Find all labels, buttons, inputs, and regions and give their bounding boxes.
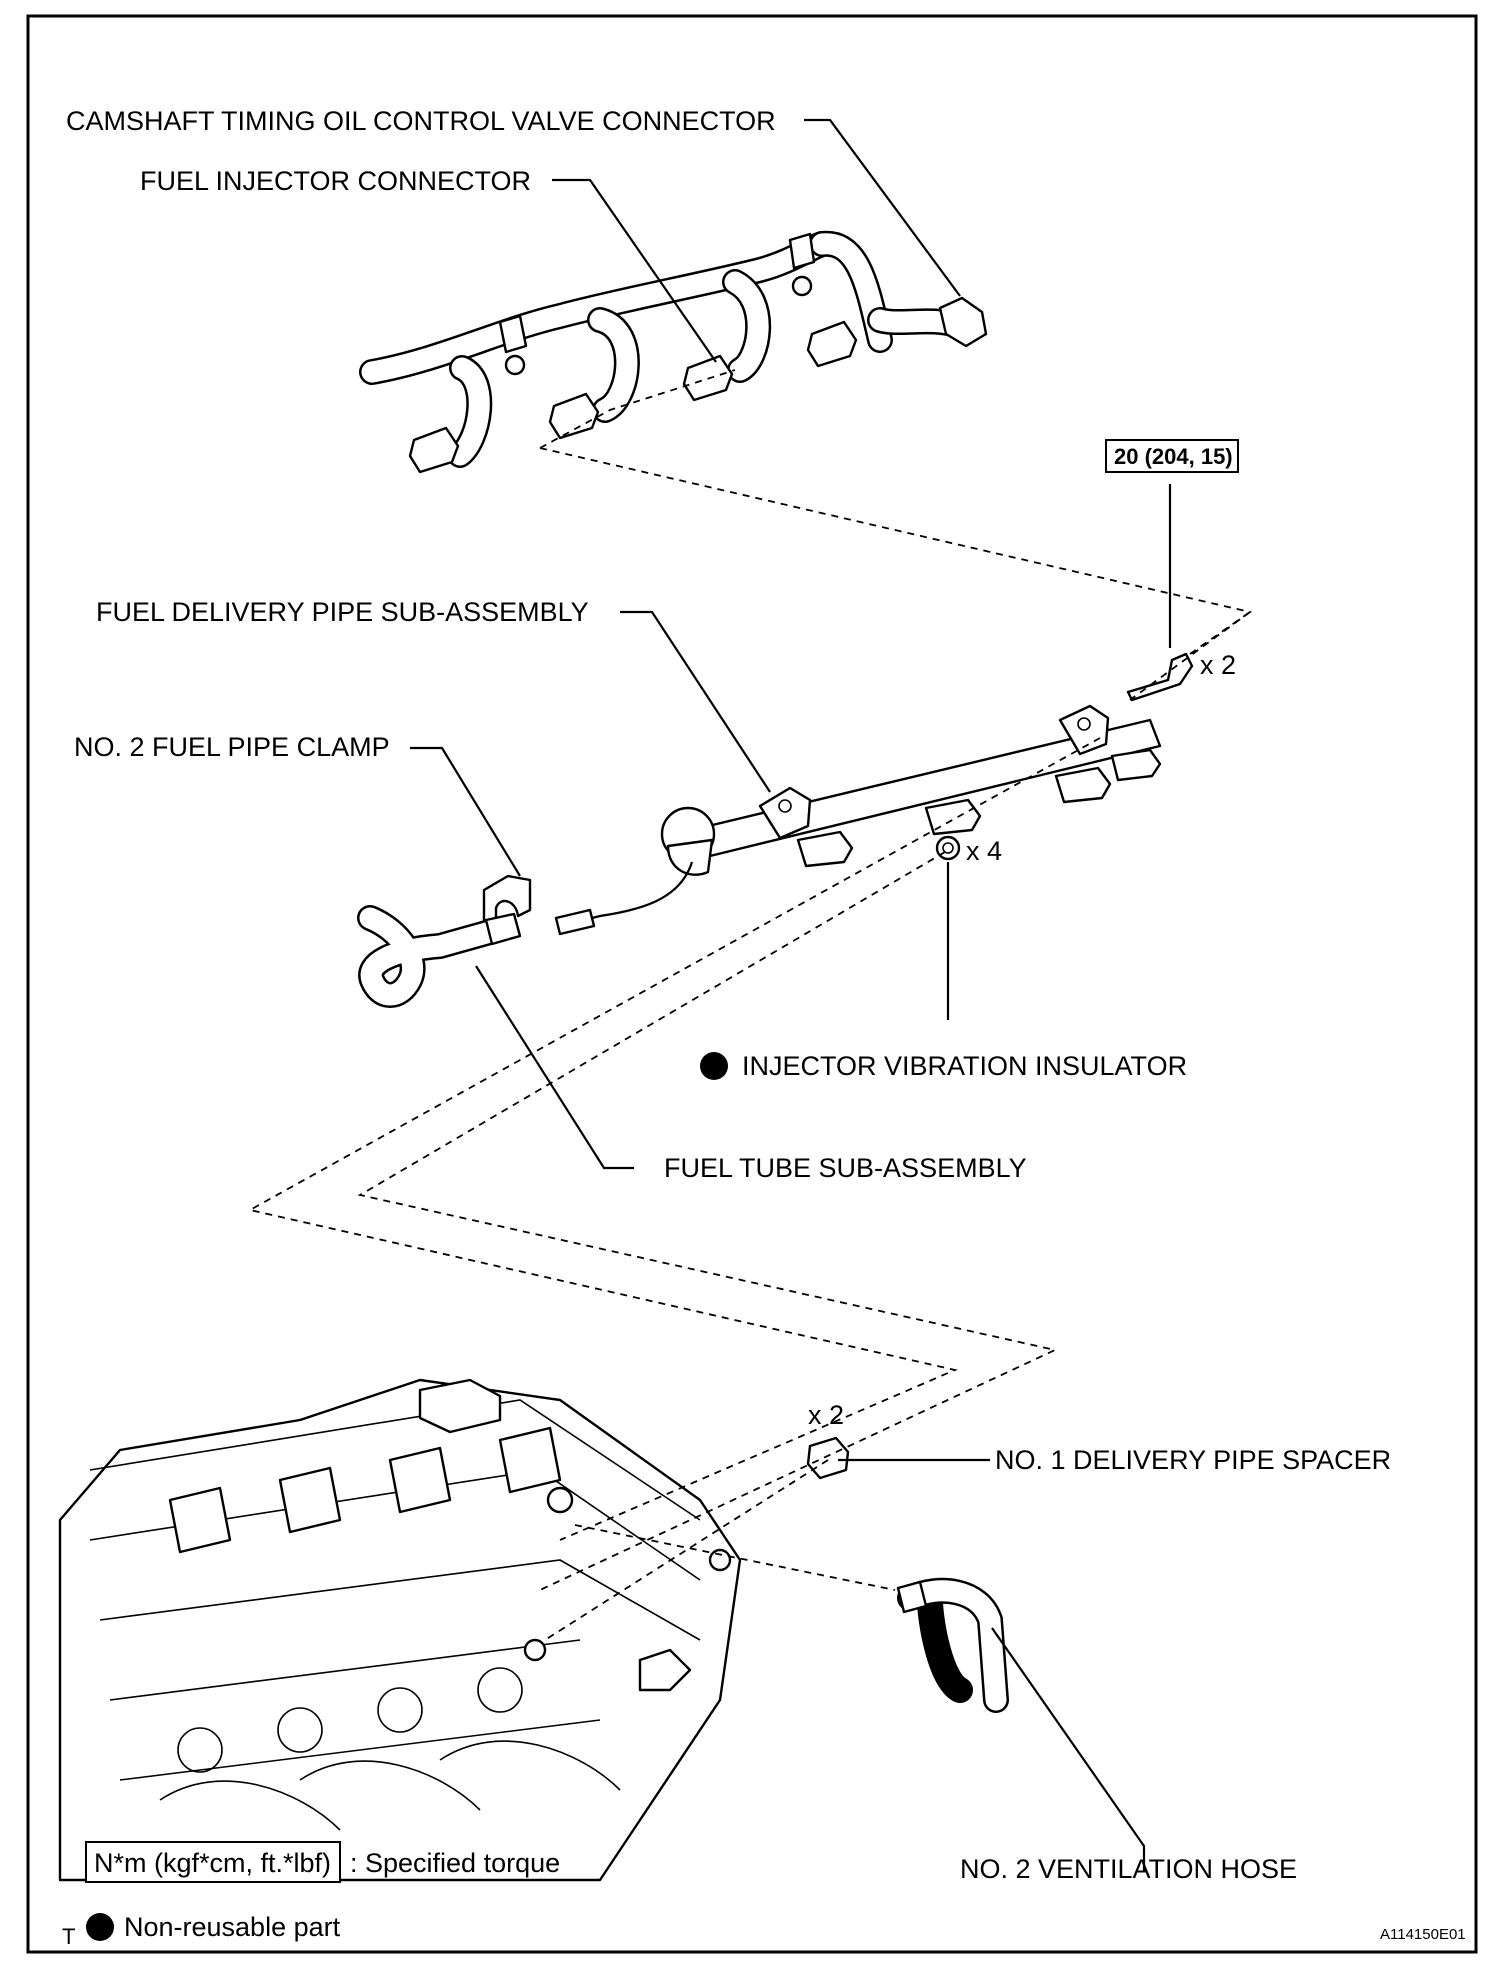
page-border [26, 14, 1478, 1954]
engine-cylinder-head-drawing [58, 1378, 742, 1882]
nonreusable-dot-icon [700, 1052, 728, 1080]
spacer-drawing [806, 1436, 850, 1480]
legend-torque-text: : Specified torque [350, 1848, 560, 1878]
torque-spec-value: 20 (204, 15) [1114, 444, 1233, 469]
fuel-pipe-clamp-label: NO. 2 FUEL PIPE CLAMP [74, 732, 390, 762]
insulator-quantity: x 4 [966, 836, 1002, 866]
legend-marker: T [62, 1924, 75, 1949]
fuel-tube-label: FUEL TUBE SUB-ASSEMBLY [664, 1153, 1027, 1183]
spacer-quantity: x 2 [808, 1400, 844, 1430]
legend-torque-units: N*m (kgf*cm, ft.*lbf) [94, 1848, 331, 1878]
torque-spec-box [1105, 439, 1239, 473]
assembly-reference-lines [247, 369, 1253, 1641]
injector-vibration-insulator-label: INJECTOR VIBRATION INSULATOR [742, 1051, 1187, 1081]
fuel-delivery-pipe-label: FUEL DELIVERY PIPE SUB-ASSEMBLY [96, 597, 589, 627]
figure-code: A114150E01 [1380, 1926, 1466, 1943]
fuel-delivery-pipe-drawing [554, 704, 1162, 936]
ventilation-hose-label: NO. 2 VENTILATION HOSE [960, 1854, 1297, 1884]
engine-wire-harness [359, 230, 988, 474]
leader-lines [410, 118, 1172, 1872]
legend-torque-box [85, 1841, 341, 1883]
legend-nonreusable-dot-icon [86, 1913, 114, 1941]
fuel-injector-connector-label: FUEL INJECTOR CONNECTOR [140, 166, 531, 196]
legend-nonreusable-text: Non-reusable part [124, 1912, 341, 1942]
bolt-quantity: x 2 [1200, 650, 1236, 680]
fuel-tube-drawing [357, 905, 522, 1008]
delivery-pipe-spacer-label: NO. 1 DELIVERY PIPE SPACER [995, 1445, 1391, 1475]
ventilation-hose-drawing [896, 1577, 1009, 1713]
fuel-pipe-clamp-drawing [482, 874, 532, 926]
camshaft-connector-label: CAMSHAFT TIMING OIL CONTROL VALVE CONNEC… [66, 106, 776, 136]
